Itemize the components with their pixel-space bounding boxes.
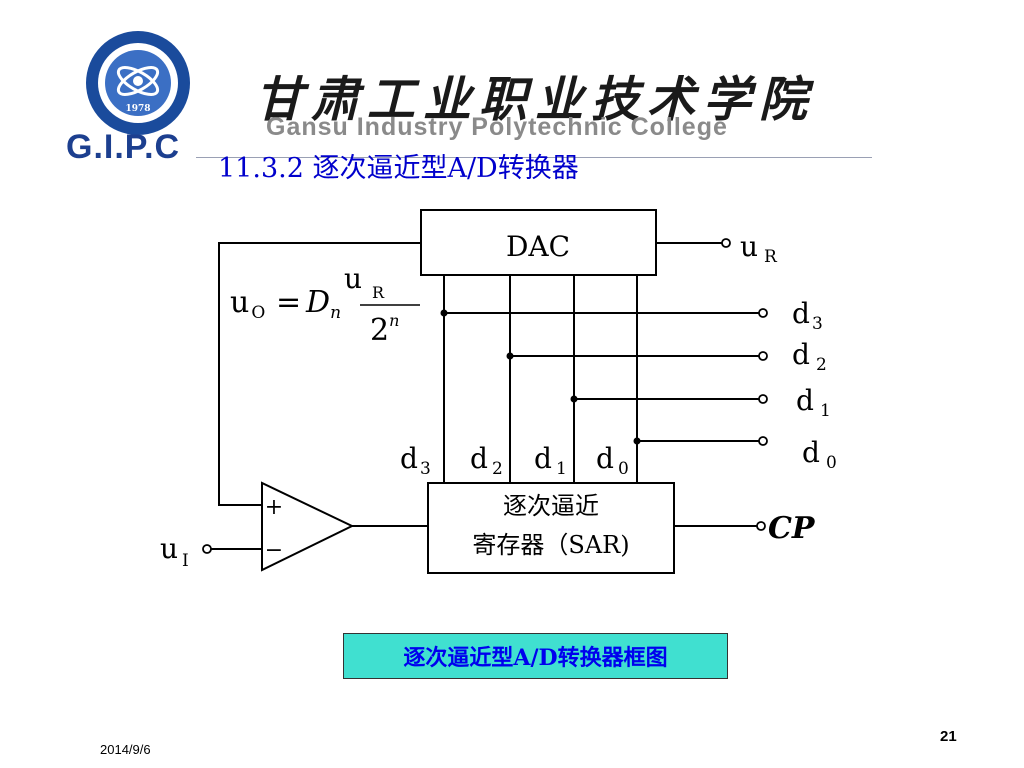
terminal-cp (756, 521, 766, 531)
formula-dn: Dn (305, 285, 341, 323)
comparator-minus: − (265, 538, 283, 563)
formula-denominator: 2n (370, 311, 399, 348)
junction-d2 (506, 352, 514, 360)
terminal-d2 (758, 351, 768, 361)
sar-label-line2: 寄存器（SAR) (472, 531, 629, 559)
diagram-caption-box: 逐次逼近型A/D转换器框图 (343, 633, 728, 679)
dac-label: DAC (506, 230, 570, 263)
slide-date: 2014/9/6 (100, 742, 151, 757)
diagram-caption: 逐次逼近型A/D转换器框图 (403, 645, 668, 671)
terminal-ur (721, 238, 731, 248)
terminal-d3 (758, 308, 768, 318)
comparator-symbol (261, 481, 355, 572)
college-name-chinese: 甘肃工业职业技术学院 (255, 72, 816, 128)
junction-d3 (440, 309, 448, 317)
label-cp: CP (768, 511, 816, 546)
college-logo-text: G.I.P.C (66, 128, 181, 166)
page-number: 21 (940, 728, 957, 745)
college-seal: 1978 (86, 31, 190, 135)
terminal-d1 (758, 394, 768, 404)
junction-d1 (570, 395, 578, 403)
sar-block (427, 482, 675, 574)
formula-equals: = (276, 285, 301, 320)
comparator-plus: + (265, 495, 283, 520)
seal-year: 1978 (125, 104, 150, 114)
college-name-english: Gansu Industry Polytechnic College (266, 113, 728, 141)
terminal-ui (202, 544, 212, 554)
terminal-d0 (758, 436, 768, 446)
header-divider (196, 157, 872, 158)
junction-d0 (633, 437, 641, 445)
sar-label-line1: 逐次逼近 (503, 492, 599, 520)
feedback-wire (218, 242, 421, 506)
slide-title: 11.3.2 逐次逼近型A/D转换器 (218, 153, 579, 184)
